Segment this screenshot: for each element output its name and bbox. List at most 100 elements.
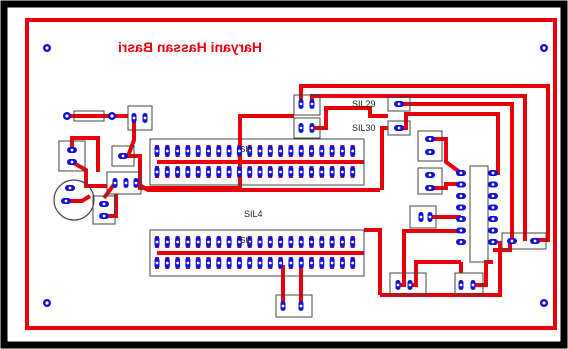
pad-hole bbox=[459, 171, 463, 175]
trace bbox=[70, 136, 100, 172]
cap-2 bbox=[417, 167, 443, 195]
trace bbox=[134, 181, 380, 192]
left-header-2 bbox=[106, 171, 142, 195]
trace bbox=[71, 160, 107, 188]
pad-hole bbox=[196, 240, 200, 244]
pad-hole bbox=[45, 301, 49, 305]
pad-hole bbox=[268, 261, 272, 265]
pad-hole bbox=[471, 283, 475, 287]
pad-hole bbox=[186, 240, 190, 244]
pad-hole bbox=[408, 283, 412, 287]
pad-hole bbox=[330, 261, 334, 265]
pad-hole bbox=[310, 240, 313, 244]
sil30-connector bbox=[387, 120, 411, 136]
sil-header-b bbox=[293, 117, 321, 139]
pad-hole bbox=[134, 181, 138, 185]
pad-hole bbox=[196, 261, 200, 265]
left-transistor bbox=[58, 140, 86, 172]
label-sil-upper: SIL bbox=[240, 145, 253, 154]
pad-hole bbox=[176, 149, 180, 153]
pad-hole bbox=[491, 194, 495, 198]
left-header bbox=[127, 105, 153, 131]
lower-sil-outline bbox=[149, 229, 365, 277]
trace bbox=[238, 114, 294, 140]
bottom-header-left bbox=[389, 272, 427, 296]
pad-hole bbox=[65, 114, 69, 118]
pad-hole bbox=[165, 261, 169, 265]
pad-hole bbox=[351, 149, 355, 153]
pad-hole bbox=[155, 261, 159, 265]
pad-hole bbox=[330, 240, 334, 244]
trace bbox=[430, 182, 461, 190]
pad-hole bbox=[165, 149, 169, 153]
label-sil29: SIL29 bbox=[352, 99, 376, 109]
pad-hole bbox=[310, 261, 313, 265]
pad-hole bbox=[113, 181, 117, 185]
pad-hole bbox=[310, 170, 313, 174]
board-outline bbox=[25, 18, 557, 330]
pad-hole bbox=[196, 170, 200, 174]
pad-hole bbox=[165, 240, 169, 244]
pad-hole bbox=[248, 170, 252, 174]
pad-hole bbox=[176, 240, 180, 244]
oscillator-outline bbox=[53, 179, 95, 221]
pad-hole bbox=[207, 240, 210, 244]
pad-hole bbox=[70, 148, 74, 152]
pad-hole bbox=[289, 261, 293, 265]
pad-hole bbox=[310, 102, 314, 106]
trace bbox=[430, 137, 463, 175]
pad-hole bbox=[186, 170, 190, 174]
pad-hole bbox=[217, 149, 221, 153]
pad-hole bbox=[459, 283, 463, 287]
pad-hole bbox=[289, 149, 293, 153]
resistor-outline bbox=[73, 110, 105, 122]
pad-hole bbox=[320, 261, 324, 265]
pad-hole bbox=[330, 149, 334, 153]
pad-hole bbox=[70, 160, 74, 164]
cap-3 bbox=[409, 205, 437, 229]
trace bbox=[364, 228, 382, 295]
pad-hole bbox=[258, 240, 262, 244]
pad-hole bbox=[121, 154, 125, 158]
pad-hole bbox=[299, 304, 303, 308]
pad-hole bbox=[165, 170, 169, 174]
pad-hole bbox=[397, 102, 401, 106]
label-sil30: SIL30 bbox=[352, 123, 376, 133]
pad-hole bbox=[279, 261, 282, 265]
pad-hole bbox=[281, 304, 285, 308]
pad-hole bbox=[542, 46, 546, 50]
pad-hole bbox=[176, 170, 180, 174]
pad-hole bbox=[238, 261, 241, 265]
pad-hole bbox=[45, 46, 49, 50]
pad-hole bbox=[459, 217, 463, 221]
pad-hole bbox=[248, 240, 252, 244]
pad-hole bbox=[238, 240, 241, 244]
pad-hole bbox=[341, 261, 344, 265]
trace bbox=[312, 106, 388, 130]
trace bbox=[473, 260, 493, 287]
trace bbox=[380, 126, 388, 190]
trace bbox=[399, 102, 514, 241]
trace bbox=[66, 194, 92, 203]
pad-hole bbox=[279, 170, 282, 174]
pad-hole bbox=[491, 240, 495, 244]
pad-hole bbox=[491, 171, 495, 175]
pad-hole bbox=[320, 170, 324, 174]
pad-hole bbox=[299, 261, 303, 265]
cap-1 bbox=[417, 130, 443, 162]
sil29-connector bbox=[387, 96, 411, 112]
pad-hole bbox=[459, 194, 463, 198]
pad-hole bbox=[491, 229, 495, 232]
pad-hole bbox=[459, 229, 463, 232]
pad-hole bbox=[419, 215, 423, 219]
pad-hole bbox=[459, 183, 463, 186]
pad-hole bbox=[207, 170, 210, 174]
pad-hole bbox=[289, 240, 293, 244]
pad-hole bbox=[320, 240, 324, 244]
pad-hole bbox=[320, 149, 324, 153]
pad-hole bbox=[351, 240, 355, 244]
upper-sil-outline bbox=[149, 138, 365, 186]
pad-hole bbox=[533, 239, 537, 243]
